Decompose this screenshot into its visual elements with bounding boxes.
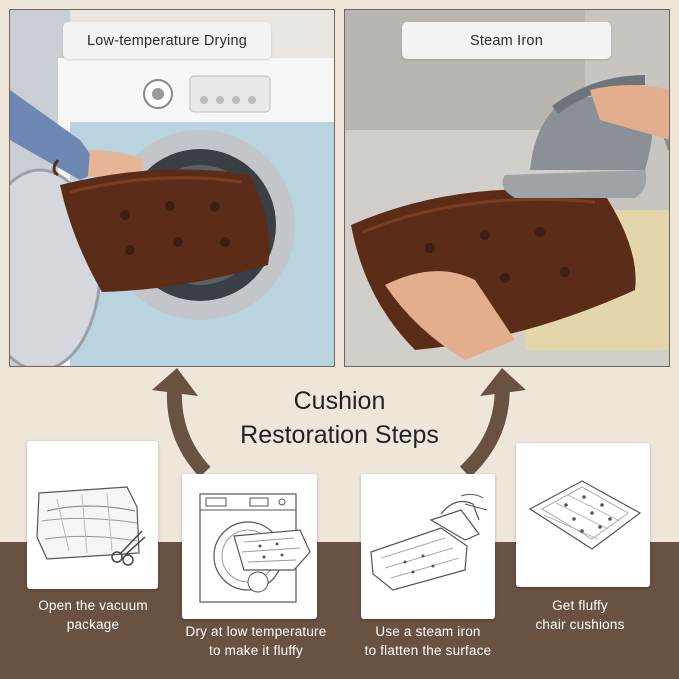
steam-iron-icon	[370, 493, 488, 591]
step-caption-4-line-1: Get fluffy	[552, 598, 608, 613]
headline-line-1: Cushion	[293, 387, 386, 415]
step-caption-3-line-2: to flatten the surface	[364, 643, 492, 658]
step-caption-1: Open the vacuum package	[20, 596, 166, 634]
step-caption-2-line-2: to make it fluffy	[209, 643, 303, 658]
step-card-fluffy	[516, 443, 650, 587]
headline-line-2: Restoration Steps	[240, 421, 439, 449]
headline: Cushion Restoration Steps	[200, 384, 479, 452]
fluffy-cushion-icon	[528, 480, 642, 550]
step-caption-1-line-1: Open the vacuum	[38, 598, 148, 613]
drying-photo: Low-temperature Drying	[9, 9, 335, 367]
steam-iron-illustration	[345, 10, 669, 366]
step-caption-3: Use a steam iron to flatten the surface	[346, 622, 510, 660]
drying-label: Low-temperature Drying	[63, 22, 271, 59]
step-caption-3-line-1: Use a steam iron	[375, 624, 481, 639]
vacuum-package-icon	[36, 486, 146, 566]
step-caption-4: Get fluffy chair cushions	[510, 596, 650, 634]
arrow-right-head-icon	[480, 368, 526, 396]
arrow-left-icon	[166, 381, 211, 478]
step-card-iron	[361, 474, 495, 619]
step-caption-4-line-2: chair cushions	[535, 617, 625, 632]
washing-machine-illustration	[10, 10, 334, 366]
steam-iron-label: Steam Iron	[402, 22, 611, 59]
curved-arrows	[152, 368, 526, 478]
step-caption-1-line-2: package	[66, 617, 120, 632]
arrow-left-head-icon	[152, 368, 198, 396]
steam-iron-photo: Steam Iron	[344, 9, 670, 367]
step-card-dryer	[182, 474, 317, 619]
step-caption-2-line-1: Dry at low temperature	[185, 624, 327, 639]
step-caption-2: Dry at low temperature to make it fluffy	[168, 622, 344, 660]
dryer-icon	[199, 493, 311, 603]
step-card-vacuum	[27, 441, 158, 589]
